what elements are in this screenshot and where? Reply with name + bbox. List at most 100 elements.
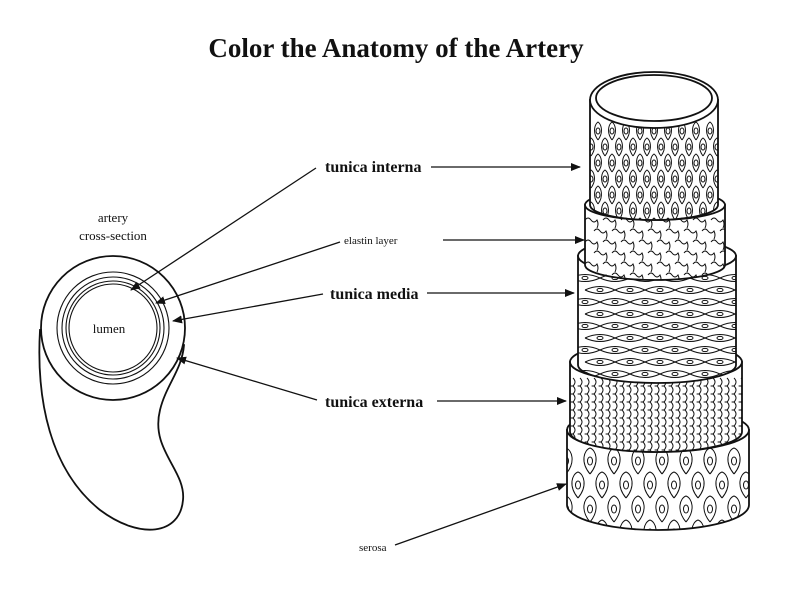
cell-nucleus (635, 504, 641, 514)
cell-nucleus (722, 128, 726, 134)
cell-nucleus (641, 347, 649, 353)
serosa-cell (739, 471, 749, 499)
cell-nucleus (611, 299, 619, 305)
label-serosa: serosa (359, 483, 567, 554)
cell-nucleus (686, 311, 694, 317)
cell-nucleus (700, 143, 706, 151)
elastin-fiber (602, 261, 617, 273)
cell-nucleus (644, 175, 650, 183)
elastin-fiber (647, 228, 662, 240)
tunica-media-ring (61, 276, 165, 380)
cell-nucleus (602, 207, 608, 215)
elastin-fiber (719, 250, 725, 262)
cell-nucleus (582, 128, 586, 134)
collagen-fiber (626, 377, 632, 452)
endothelial-cell (699, 169, 707, 189)
cell-nucleus (623, 191, 629, 199)
cell-nucleus (659, 456, 665, 466)
endothelial-cell (657, 137, 665, 157)
serosa-cell (571, 471, 585, 499)
endothelial-cell (601, 169, 609, 189)
endothelial-cell (706, 121, 714, 141)
collagen-fiber (633, 377, 639, 452)
cell-nucleus (671, 480, 677, 490)
endothelial-cell (622, 185, 630, 205)
cell-nucleus (686, 359, 694, 365)
cell-nucleus (701, 299, 709, 305)
elastin-fiber (593, 228, 608, 240)
cell-nucleus (716, 359, 724, 365)
cell-nucleus (656, 287, 664, 293)
cell-nucleus (686, 287, 694, 293)
serosa-cell (715, 471, 729, 499)
artery-layered-tube (566, 71, 753, 531)
cell-nucleus (587, 456, 593, 466)
elastin-fiber (585, 261, 599, 273)
elastin-layer-band (584, 204, 726, 281)
endothelial-cell (581, 154, 588, 172)
cell-nucleus (679, 159, 685, 167)
cell-nucleus (641, 323, 649, 329)
cell-nucleus (722, 160, 726, 166)
serosa-cell (619, 519, 633, 530)
label-tunica-media: tunica media (172, 286, 575, 324)
elastin-fiber (701, 228, 716, 240)
endothelial-cell (685, 169, 693, 189)
cell-nucleus (626, 359, 634, 365)
elastin-fiber (629, 228, 644, 240)
cell-nucleus (611, 456, 617, 466)
endothelial-cell (594, 185, 602, 205)
elastin-fiber (629, 272, 644, 280)
artery-cross-section: artery cross-section lumen (38, 210, 186, 531)
collagen-fiber (696, 377, 702, 452)
smooth-muscle-cell (734, 310, 736, 318)
endothelial-cell (643, 169, 651, 189)
endothelial-cell (713, 169, 718, 189)
serosa-cell (643, 519, 657, 530)
tunica-externa-ring (56, 271, 170, 385)
endothelial-cell (678, 217, 686, 220)
endothelial-cell (650, 185, 658, 205)
cell-nucleus (716, 335, 724, 341)
elastin-fiber (602, 217, 617, 229)
endothelial-cell (615, 169, 623, 189)
cell-nucleus (595, 191, 601, 199)
cross-section-caption-line1: artery (98, 210, 129, 225)
cell-nucleus (695, 528, 701, 530)
collagen-fiber (689, 377, 695, 452)
top-opening-lumen (595, 74, 713, 122)
collagen-fiber (612, 377, 618, 452)
cell-nucleus (716, 287, 724, 293)
cell-nucleus (714, 143, 718, 151)
collagen-fiber (675, 377, 681, 452)
serosa-cell (643, 471, 657, 499)
endothelial-cell (657, 201, 665, 220)
cell-nucleus (596, 335, 604, 341)
endothelial-cell (622, 153, 630, 173)
tunica-externa-band (569, 361, 743, 453)
serosa-cell (667, 471, 681, 499)
endothelial-cell (629, 169, 637, 189)
endothelial-cell (608, 185, 616, 205)
elastin-fiber (674, 261, 689, 273)
serosa-cell (619, 471, 633, 499)
cell-nucleus (567, 456, 569, 466)
elastin-fiber (665, 272, 680, 280)
elastin-ring (65, 280, 161, 376)
elastin-fiber (665, 228, 680, 240)
cell-nucleus (637, 159, 643, 167)
elastin-fiber (683, 250, 698, 262)
collagen-fiber (682, 377, 688, 452)
cell-nucleus (623, 480, 629, 490)
label-tunica-interna: tunica interna (130, 159, 581, 291)
serosa-cell (567, 495, 573, 523)
cell-nucleus (644, 143, 650, 151)
tunica-interna-label: tunica interna (325, 159, 421, 176)
cell-nucleus (671, 528, 677, 530)
endothelial-cell (664, 217, 672, 220)
endothelial-cell (636, 185, 644, 205)
cell-nucleus (630, 207, 636, 215)
elastin-fiber (656, 239, 671, 251)
cell-nucleus (747, 312, 753, 315)
